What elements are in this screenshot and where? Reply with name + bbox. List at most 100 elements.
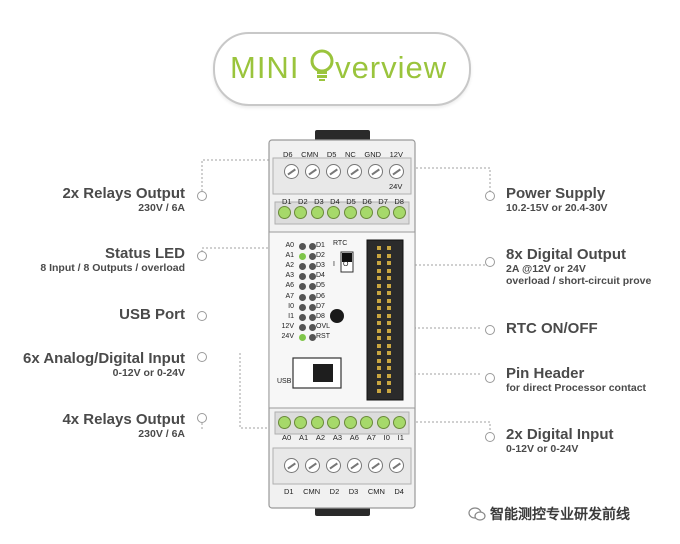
header-pin [387,306,391,310]
led-label: D5 [316,282,325,290]
header-pin [387,283,391,288]
terminal-screw [393,416,406,429]
status-led [309,333,316,341]
header-pin [377,336,381,340]
header-pin [387,358,391,363]
terminal-label: D3 [348,487,359,496]
led-label: I1 [288,312,294,320]
terminal-label: CMN [367,487,385,496]
terminal-label: D5 [326,150,337,159]
led-label: A1 [285,252,294,260]
label-title: Power Supply [506,185,606,202]
terminal-label: D1 [284,487,294,496]
header-pin [387,291,391,295]
label-title: 4x Relays Output [62,411,185,428]
label-relays-bottom: 4x Relays Output 230V / 6A [10,411,185,440]
watermark: 智能测控专业研发前线 [468,504,630,524]
label-title: 8x Digital Output [506,246,626,263]
screw [305,164,320,179]
terminal-screw [294,206,308,219]
digital-output-labels: D1 D2 D3 D4 D5 D6 D7 D8 [282,197,404,206]
watermark-text: 智能测控专业研发前线 [490,506,630,522]
led-label: A7 [285,292,294,300]
header-pin [387,313,391,318]
pin-header [369,244,399,396]
terminal-label: D4 [394,487,404,496]
terminal-label: D5 [346,197,356,206]
header-pin [387,373,391,378]
terminal-label: CMN [303,487,321,496]
led-label: A0 [285,242,294,249]
header-pin [387,268,391,273]
led-label: I0 [288,302,294,310]
screw [347,164,362,179]
status-led [309,323,316,331]
led-label: D4 [316,272,325,280]
status-led [309,273,316,281]
usb-connector[interactable] [313,364,333,382]
led-label: RST [316,332,330,340]
led-label: A6 [285,282,294,290]
terminal-label: D1 [282,197,292,206]
voltage-label: 24V [389,182,403,191]
page-title: MINI verview [230,49,447,86]
status-led [309,283,316,291]
status-led [309,263,316,271]
label-title: Pin Header [506,365,585,382]
usb-label: USB [277,378,292,385]
screw [305,458,320,473]
terminal-screw [310,416,324,429]
label-title: Status LED [104,245,185,262]
header-pin [377,358,381,363]
header-pin [377,328,381,333]
label-sub: for direct Processor contact [506,382,647,394]
status-led [309,253,316,261]
header-pin [387,351,391,355]
header-pin [387,276,391,280]
status-led [299,263,306,271]
status-led [299,303,306,311]
status-led [309,293,316,301]
header-pin [377,388,381,393]
reset-button[interactable] [330,309,344,323]
label-usb-port: USB Port [10,306,185,323]
screw [368,164,383,179]
header-pin [377,283,381,288]
header-pin [387,381,391,385]
status-led [309,313,316,321]
label-sub: 0-12V or 0-24V [506,443,579,455]
rtc-switch[interactable] [341,252,353,272]
title-suffix: verview [335,50,448,85]
label-digital-input: 2x Digital Input 0-12V or 0-24V [506,426,614,455]
terminal-screw [376,416,390,429]
terminal-screw [360,416,374,429]
screw [326,458,341,473]
led-label: D3 [316,262,325,270]
rtc-label: RTC [333,240,348,247]
terminal-screw [343,206,357,219]
header-pin [377,343,381,348]
terminal-label: NC [344,150,356,159]
label-pin-header: Pin Header for direct Processor contact [506,365,646,394]
status-led [299,333,306,341]
status-led [299,313,306,321]
label-title: RTC ON/OFF [506,320,598,337]
header-pin [377,366,381,370]
rtc-mark-off: O [343,261,349,268]
header-pin [387,388,391,393]
screw [284,458,299,473]
terminal-screw [343,416,357,429]
input-terminals [278,416,406,430]
header-pin [377,261,381,265]
status-led [299,273,306,281]
bottom-terminal-screws [284,458,404,474]
led-label: OVL [316,322,331,330]
header-pin [377,381,381,385]
label-sub: 230V / 6A [138,428,185,440]
status-led [299,283,306,291]
label-sub: overload / short-circuit prove [506,275,652,287]
terminal-screw [327,206,341,219]
wechat-icon [468,507,486,521]
terminal-screw [278,416,291,429]
label-title: 6x Analog/Digital Input [23,350,185,367]
